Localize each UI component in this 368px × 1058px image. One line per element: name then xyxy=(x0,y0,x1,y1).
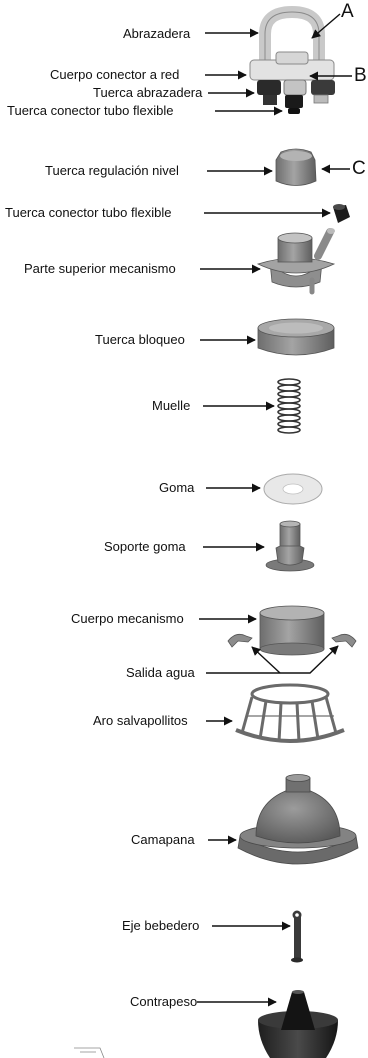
label-campana: Camapana xyxy=(131,832,195,847)
label-contrapeso: Contrapeso xyxy=(130,994,198,1009)
spring-illustration xyxy=(277,378,301,434)
callout-letter-a: A xyxy=(341,1,354,22)
connector-assembly-illustration xyxy=(249,5,335,114)
label-tuerca-conector-tubo-1: Tuerca conector tubo flexible xyxy=(7,103,174,118)
label-goma: Goma xyxy=(159,480,195,495)
callout-letter-b: B xyxy=(354,65,367,86)
label-muelle: Muelle xyxy=(152,398,191,413)
hose-nut-illustration xyxy=(333,204,350,223)
label-aro-salvapollitos: Aro salvapollitos xyxy=(93,713,188,728)
label-cuerpo-mecanismo: Cuerpo mecanismo xyxy=(71,611,184,626)
label-salida-agua: Salida agua xyxy=(126,665,195,680)
lock-nut-illustration xyxy=(257,318,335,356)
callout-letter-c: C xyxy=(352,158,366,179)
rubber-washer-illustration xyxy=(263,473,323,505)
drinker-shaft-illustration xyxy=(291,910,303,963)
label-tuerca-abrazadera: Tuerca abrazadera xyxy=(93,85,203,100)
mechanism-body-illustration xyxy=(227,605,357,656)
chick-guard-ring-illustration xyxy=(235,683,345,743)
label-abrazadera: Abrazadera xyxy=(123,26,191,41)
level-nut-illustration xyxy=(275,148,317,186)
label-tuerca-regulacion-nivel: Tuerca regulación nivel xyxy=(45,163,179,178)
rubber-support-illustration xyxy=(265,520,315,572)
label-parte-superior-mecanismo: Parte superior mecanismo xyxy=(24,261,176,276)
label-eje-bebedero: Eje bebedero xyxy=(122,918,200,933)
counterweight-illustration xyxy=(74,990,338,1058)
leader-arrows xyxy=(197,13,352,1007)
label-tuerca-bloqueo: Tuerca bloqueo xyxy=(95,332,185,347)
label-soporte-goma: Soporte goma xyxy=(104,539,186,554)
bell-illustration xyxy=(237,774,359,865)
label-cuerpo-conector-red: Cuerpo conector a red xyxy=(50,67,180,82)
label-tuerca-conector-tubo-2: Tuerca conector tubo flexible xyxy=(5,205,172,220)
upper-mechanism-illustration xyxy=(256,228,336,295)
